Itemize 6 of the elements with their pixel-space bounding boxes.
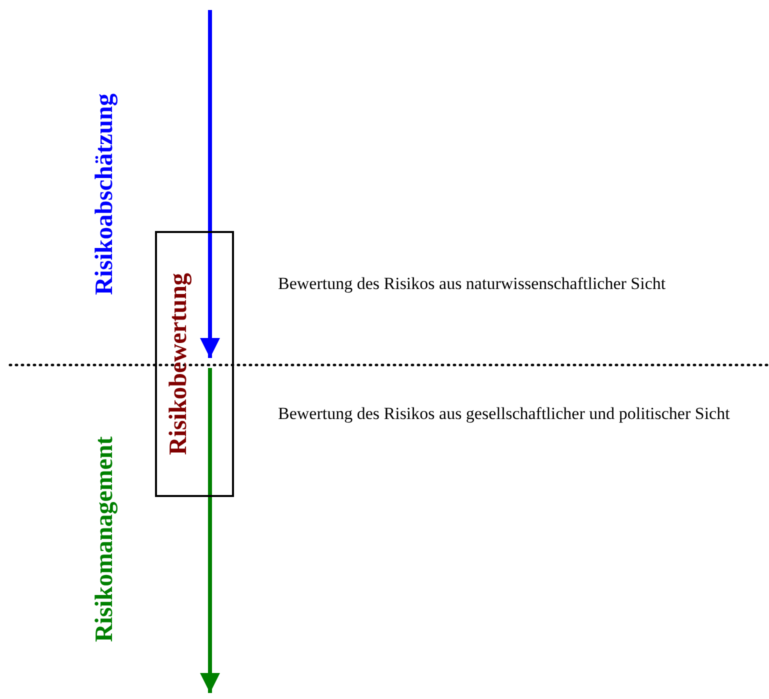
box-title: Risikobewertung: [165, 273, 193, 455]
phase-label: Risikomanagement: [91, 435, 119, 642]
description-text: Bewertung des Risikos aus naturwissenschaftlicher Sicht: [278, 273, 667, 295]
description-text: Bewertung des Risikos aus gesellschaftlicher und politischer Sicht: [278, 403, 731, 425]
phase-label: Risikoabschätzung: [91, 92, 119, 295]
process-box: [155, 231, 234, 497]
